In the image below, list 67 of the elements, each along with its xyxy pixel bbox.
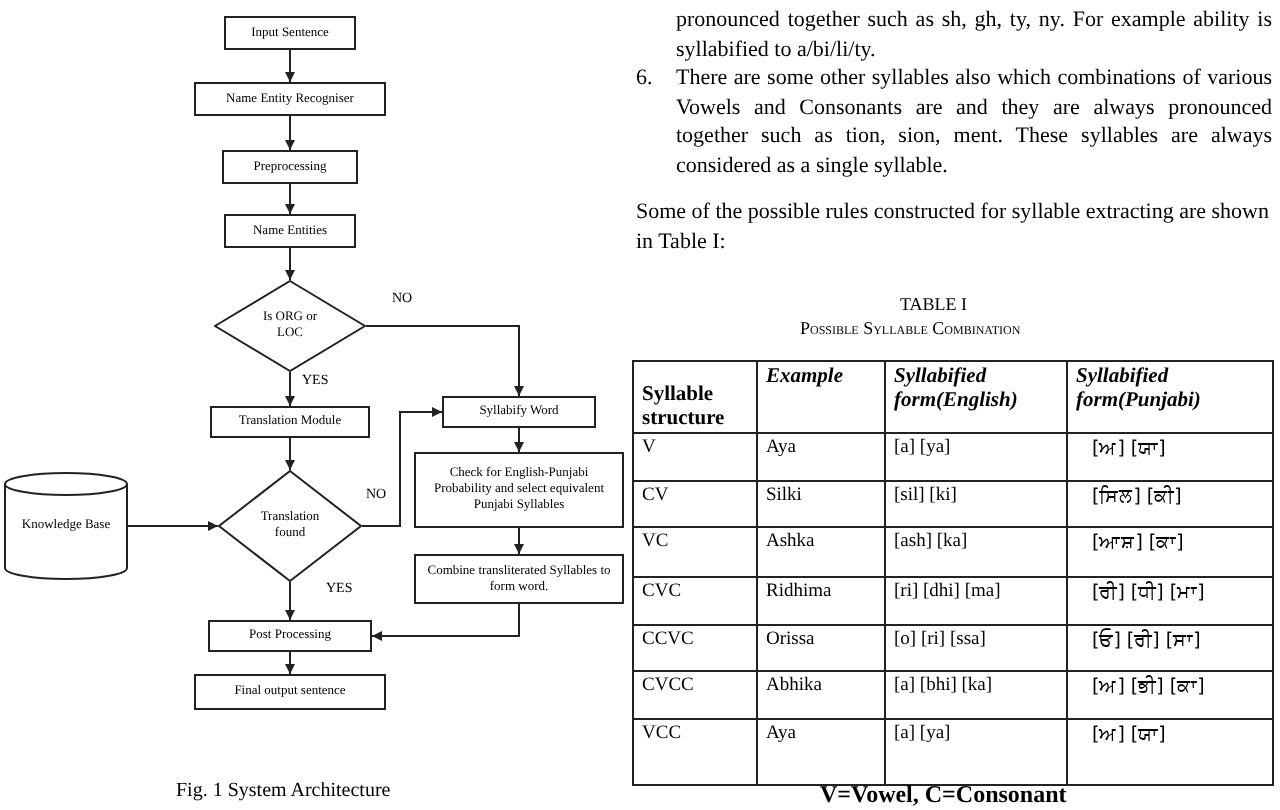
paragraph: pronounced together such as sh, gh, ty, ny. For example ability is syllabified to a/bi/li/ty. [676,6,1272,64]
table-cell: CV [633,481,757,527]
arrow [285,183,295,215]
process-box [210,406,370,438]
table-cell: [o] [ri] [ssa] [885,625,1067,671]
table-number: TABLE I [900,292,968,318]
table-cell: [sil] [ki] [885,481,1067,527]
list-number: 6. [636,64,653,93]
table-cell: VC [633,527,757,577]
figure-caption: Fig. 1 System Architecture [176,778,391,806]
table-cell: V [633,433,757,481]
process-box [224,214,356,248]
table-cell: VCC [633,719,757,785]
table-cell: [ਸਿਲ] [ਕੀ] [1067,481,1273,527]
decision-diamond [214,280,366,372]
arrow [361,407,443,527]
arrow [127,521,219,531]
arrow [285,437,295,471]
table-cell: Silki [757,481,885,527]
arrow [285,651,295,675]
arrow [365,325,524,397]
table-cell: [ri] [dhi] [ma] [885,577,1067,625]
table-cell: Abhika [757,671,885,719]
table-cell: Orissa [757,625,885,671]
process-box [194,82,386,116]
decision-diamond [218,470,362,582]
table-cell: Aya [757,719,885,785]
table-cell: [a] [bhi] [ka] [885,671,1067,719]
column-header: Example [757,361,885,433]
arrow [285,115,295,151]
paragraph: Some of the possible rules constructed for syllable extracting are shown in Table I: [636,198,1271,256]
column-header: Syllable structure [633,361,757,433]
table-cell: CVCC [633,671,757,719]
arrow [285,581,295,621]
process-box [414,554,624,604]
arrow [514,527,524,555]
table-cell: [ਅ] [ਭੀ] [ਕਾ] [1067,671,1273,719]
table-cell: [a] [ya] [885,719,1067,785]
table-cell: CVC [633,577,757,625]
table-cell: CCVC [633,625,757,671]
table-cell: [ਓ] [ਰੀ] [ਸਾ] [1067,625,1273,671]
process-box [224,16,356,50]
column-header: Syllabified form(English) [885,361,1067,433]
table-cell: [ਅ] [ਯਾ] [1067,433,1273,481]
arrow [285,49,295,83]
table-cell: Ashka [757,527,885,577]
process-box [222,150,358,184]
table-cell: Ridhima [757,577,885,625]
table-title: Possible Syllable Combination [800,316,1021,342]
process-box [194,674,386,710]
arrow [514,427,524,453]
table-cell: [ਰੀ] [ਧੀ] [ਮਾ] [1067,577,1273,625]
paragraph: There are some other syllables also which combinations of various Vowels and Consonants are and they are always pronounced together such as tion, sion, ment. These syllables are always considered as a single syllable. [676,64,1272,180]
column-header: Syllabified form(Punjabi) [1067,361,1273,433]
process-box [414,452,624,528]
database-cylinder [4,472,128,580]
table-cell: [ਆਸ਼] [ਕਾ] [1067,527,1273,577]
arrow [285,371,295,407]
table-cell: [a] [ya] [885,433,1067,481]
process-box [442,396,596,428]
table-footnote: V=Vowel, C=Consonant [820,782,1067,806]
arrow [285,247,295,281]
table-cell: [ਅ] [ਯਾ] [1067,719,1273,785]
table-cell: [ash] [ka] [885,527,1067,577]
arrow [371,603,520,641]
table-cell: Aya [757,433,885,481]
process-box [208,620,372,652]
